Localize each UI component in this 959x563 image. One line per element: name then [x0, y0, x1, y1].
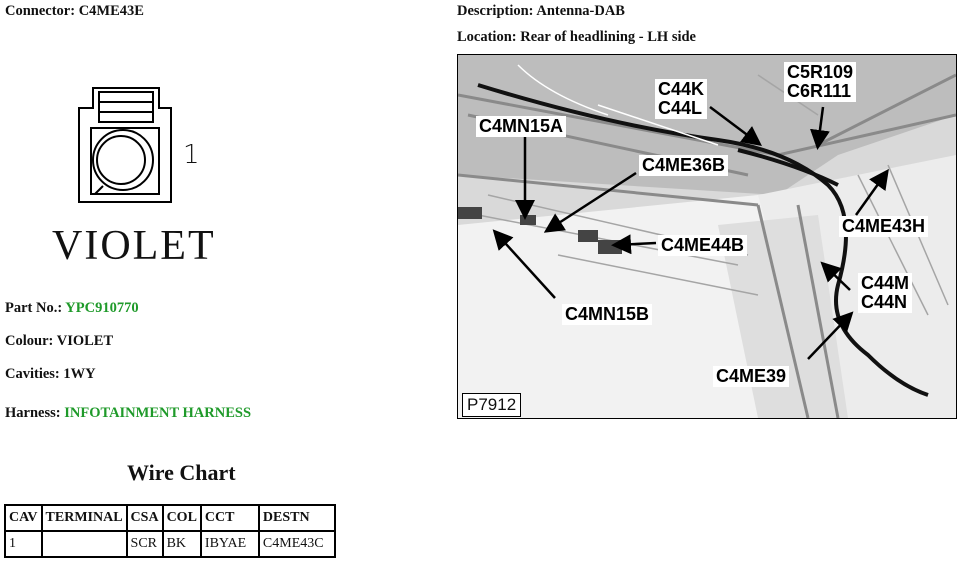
- photo-reference-label: P7912: [462, 393, 522, 417]
- cell-terminal: [40, 530, 128, 558]
- col-header-cct: CCT: [199, 504, 260, 532]
- part-no-value[interactable]: YPC910770: [65, 300, 139, 316]
- harness-value[interactable]: INFOTAINMENT HARNESS: [64, 405, 252, 421]
- connector-value: C4ME43E: [78, 3, 144, 19]
- description-label: Description:: [457, 3, 534, 19]
- description-value: Antenna-DAB: [536, 3, 625, 19]
- part-no-label: Part No.:: [5, 300, 63, 316]
- connector-face-diagram: [75, 78, 175, 213]
- location-photo: C5R109 C6R111 C44K C44L C4MN15A C4ME36B …: [457, 54, 957, 419]
- label-c44n: C44N: [861, 292, 908, 312]
- col-header-csa: CSA: [125, 504, 164, 532]
- label-c4me36b: C4ME36B: [639, 155, 729, 176]
- cavities-value: 1WY: [63, 366, 96, 382]
- label-c4mn15a: C4MN15A: [476, 116, 567, 137]
- harness-label: Harness:: [5, 405, 61, 421]
- cell-col: BK: [161, 530, 202, 558]
- label-c5r109: C5R109: [787, 62, 854, 82]
- col-header-terminal: TERMINAL: [40, 504, 128, 532]
- cell-cct: IBYAE: [199, 530, 260, 558]
- label-c44m: C44M: [861, 273, 910, 293]
- label-c5r109-c6r111: C5R109 C6R111: [784, 62, 857, 102]
- cavities-label: Cavities:: [5, 366, 60, 382]
- location-value: Rear of headlining - LH side: [520, 29, 696, 45]
- harness-field: Harness: INFOTAINMENT HARNESS: [5, 405, 251, 422]
- cell-destn: C4ME43C: [257, 530, 336, 558]
- col-header-col: COL: [161, 504, 202, 532]
- colour-field: Colour: VIOLET: [5, 333, 113, 350]
- wire-chart-table: CAV TERMINAL CSA COL CCT DESTN 1 SCR BK …: [4, 504, 336, 558]
- label-c6r111: C6R111: [787, 81, 852, 101]
- pin-number-label: 1: [183, 140, 200, 170]
- col-header-destn: DESTN: [257, 504, 336, 532]
- cell-csa: SCR: [125, 530, 164, 558]
- connector-label: Connector:: [5, 3, 76, 19]
- colour-value: VIOLET: [56, 333, 114, 349]
- wire-chart-header-row: CAV TERMINAL CSA COL CCT DESTN: [4, 504, 336, 532]
- cavities-field: Cavities: 1WY: [5, 366, 96, 383]
- label-c4me44b: C4ME44B: [658, 235, 748, 256]
- label-c4mn15b: C4MN15B: [562, 304, 653, 325]
- location-heading: Location: Rear of headlining - LH side: [457, 29, 696, 46]
- col-header-cav: CAV: [4, 504, 43, 532]
- wire-chart-title: Wire Chart: [127, 460, 236, 485]
- connector-heading: Connector: C4ME43E: [5, 3, 144, 20]
- label-c44k: C44K: [658, 79, 705, 99]
- label-c44m-c44n: C44M C44N: [858, 273, 913, 313]
- part-no-field: Part No.: YPC910770: [5, 300, 139, 317]
- description-heading: Description: Antenna-DAB: [457, 3, 625, 20]
- colour-label: Colour:: [5, 333, 54, 349]
- connector-colour-label: VIOLET: [52, 223, 216, 269]
- table-row: 1 SCR BK IBYAE C4ME43C: [4, 530, 336, 558]
- label-c4me39: C4ME39: [713, 366, 790, 387]
- label-c44k-c44l: C44K C44L: [655, 79, 708, 119]
- label-c4me43h: C4ME43H: [839, 216, 929, 237]
- cell-cav: 1: [4, 530, 43, 558]
- label-c44l: C44L: [658, 98, 703, 118]
- location-label: Location:: [457, 29, 517, 45]
